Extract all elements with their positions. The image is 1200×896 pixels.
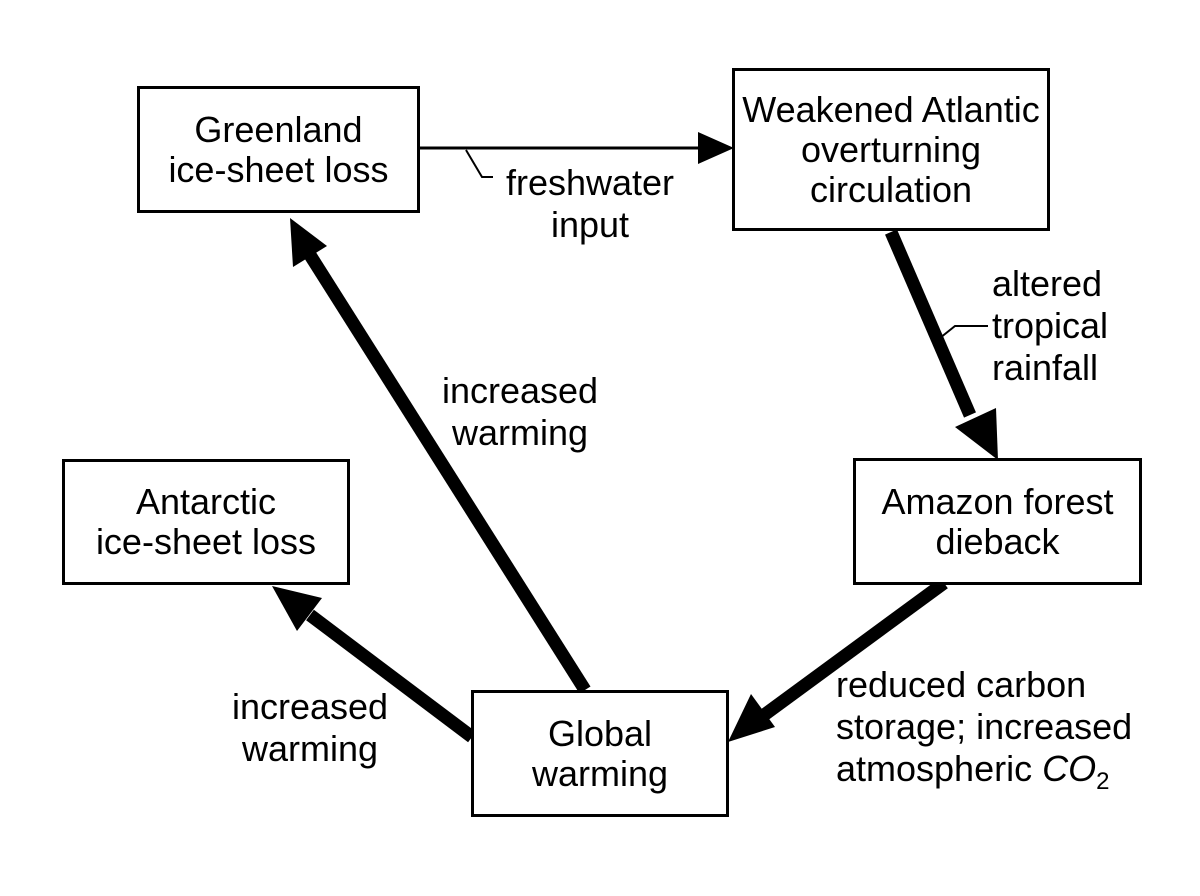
node-amazon-line2: dieback	[935, 520, 1060, 562]
arrow-greenland-head	[290, 218, 327, 267]
node-greenland-line2: ice-sheet loss	[168, 148, 389, 190]
arrow-rainfall-line	[885, 229, 976, 418]
arrow-antarctic-head	[272, 586, 322, 631]
label-carbon-line3: atmospheric CO2	[836, 748, 1176, 794]
label-carbon-line1: reduced carbon	[836, 664, 1087, 705]
node-global-line1: Global	[547, 712, 653, 754]
label-carbon-subscript: 2	[1096, 768, 1110, 795]
label-reduced-carbon-storage: reduced carbon storage; increased atmosp…	[836, 664, 1176, 794]
arrow-freshwater-head	[698, 132, 734, 164]
node-global-line2: warming	[531, 752, 669, 794]
node-greenland-ice-sheet-loss: Greenland ice-sheet loss	[137, 86, 420, 213]
label-carbon-line2: storage; increased	[836, 706, 1133, 747]
label-rainfall-line3: rainfall	[992, 347, 1099, 388]
node-global-warming: Global warming	[471, 690, 729, 817]
label-rainfall-line2: tropical	[992, 305, 1109, 346]
node-greenland-line1: Greenland	[194, 108, 363, 150]
label-carbon-prefix: atmospheric	[836, 748, 1043, 789]
arrow-carbon-head	[728, 694, 775, 742]
label-warming-antarctic-line2: warming	[241, 728, 379, 769]
arrow-carbon-line	[756, 577, 948, 724]
node-amoc-line1: Weakened Atlantic	[742, 88, 1040, 130]
rainfall-leader	[939, 325, 988, 339]
label-rainfall-line1: altered	[992, 263, 1103, 304]
node-antarctic-line1: Antarctic	[135, 481, 277, 522]
label-freshwater-line1: freshwater	[505, 162, 675, 203]
label-increased-warming-greenland: increased warming	[420, 370, 620, 454]
node-amazon-forest-dieback: Amazon forest dieback	[853, 458, 1142, 585]
node-antarctic-ice-sheet-loss: Antarctic ice-sheet loss	[62, 459, 350, 585]
label-increased-warming-antarctic: increased warming	[210, 686, 410, 770]
arrow-rainfall-head	[955, 408, 998, 460]
node-amazon-line1: Amazon forest	[881, 480, 1114, 522]
node-weakened-atlantic-circulation: Weakened Atlantic overturning circulatio…	[732, 68, 1050, 231]
label-freshwater-line2: input	[550, 204, 630, 245]
node-amoc-line3: circulation	[809, 168, 973, 210]
label-freshwater-input: freshwater input	[495, 162, 685, 246]
label-warming-antarctic-line1: increased	[231, 686, 389, 727]
label-carbon-chem: CO	[1042, 748, 1097, 789]
label-warming-greenland-line1: increased	[441, 370, 599, 411]
node-amoc-line2: overturning	[800, 128, 982, 170]
freshwater-leader	[465, 149, 493, 178]
arrow-antarctic-line	[306, 609, 476, 743]
node-antarctic-line2: ice-sheet loss	[95, 521, 317, 562]
label-altered-tropical-rainfall: altered tropical rainfall	[992, 263, 1152, 389]
arrow-greenland-line	[304, 251, 591, 694]
label-warming-greenland-line2: warming	[451, 412, 589, 453]
